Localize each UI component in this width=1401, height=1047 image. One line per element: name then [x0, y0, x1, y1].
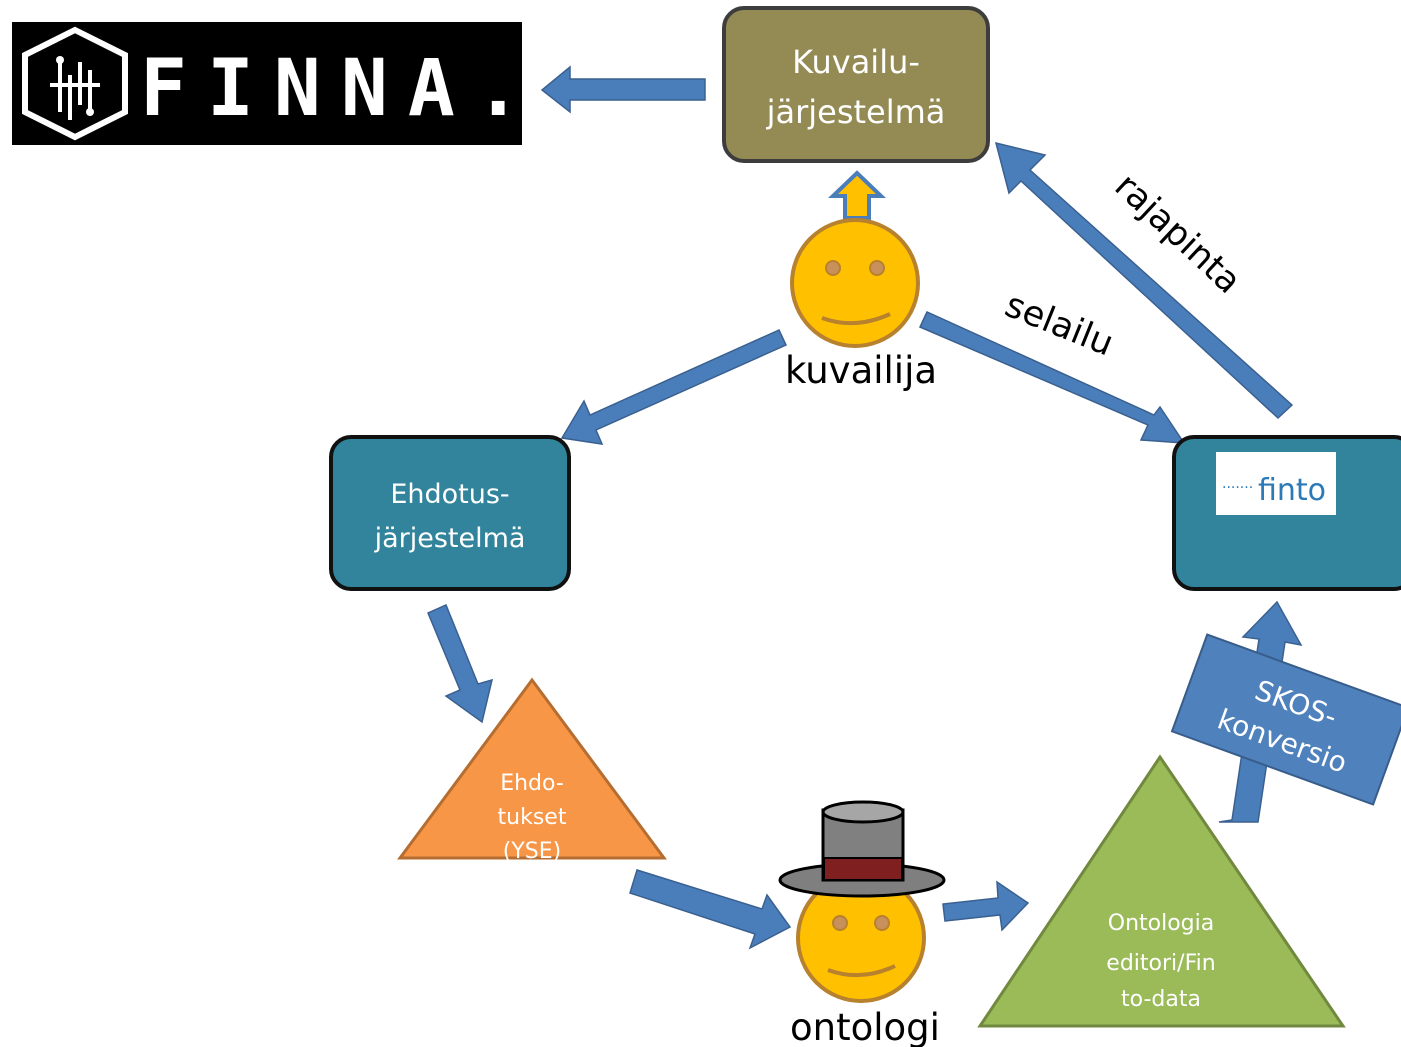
- ehdotukset-line2: tukset: [498, 805, 567, 830]
- finto-dots: ·······: [1222, 480, 1253, 496]
- node-ehdotusjarjestelma: Ehdotus- järjestelmä: [329, 435, 571, 591]
- finto-logo-text: finto: [1258, 473, 1326, 508]
- ontologia-line2: editori/Fin: [1106, 951, 1215, 976]
- ontologi-label: ontologi: [790, 1006, 940, 1047]
- ehdotusjarjestelma-line2: järjestelmä: [374, 523, 526, 554]
- arrow-rajapinta: [994, 141, 1294, 420]
- node-ontologia: Ontologia editori/Fin to-data: [977, 754, 1346, 1028]
- arrow-to-ontologia: [942, 880, 1030, 932]
- arrow-to-finna: [540, 65, 706, 114]
- ehdotukset-line1: Ehdo-: [500, 771, 564, 796]
- ehdotukset-line3: (YSE): [503, 839, 561, 864]
- finna-logo[interactable]: FINNA.FI: [12, 22, 676, 145]
- rajapinta-label: rajapinta: [1107, 166, 1249, 302]
- arrow-to-ontologi: [629, 869, 792, 950]
- kuvailujarjestelma-line1: Kuvailu-: [792, 43, 920, 81]
- finna-logo-icon: [22, 26, 128, 141]
- kuvailija-label: kuvailija: [785, 349, 937, 392]
- kuvailija-face-icon: [790, 218, 920, 348]
- ontologia-line1: Ontologia: [1108, 911, 1214, 936]
- kuvailujarjestelma-line2: järjestelmä: [766, 93, 946, 131]
- skos-sign: SKOS- konversio: [1170, 633, 1401, 806]
- finto-logo: [1216, 452, 1336, 515]
- node-finto: ······· finto: [1172, 435, 1401, 591]
- node-ehdotukset: Ehdo- tukset (YSE): [397, 677, 667, 864]
- arrow-kuvailija-up: [828, 170, 886, 220]
- arrow-selailu: [918, 311, 1186, 444]
- top-hat-icon: [778, 800, 946, 898]
- arrow-to-ehdotusjarjestelma: [560, 329, 788, 445]
- ontologia-line3: to-data: [1121, 987, 1201, 1012]
- arrow-to-ehdotukset: [427, 603, 494, 724]
- ehdotusjarjestelma-line1: Ehdotus-: [390, 479, 509, 510]
- arrows: [427, 65, 1303, 950]
- node-kuvailujarjestelma: Kuvailu- järjestelmä: [722, 6, 990, 163]
- ontologi-face-icon: [796, 873, 926, 1003]
